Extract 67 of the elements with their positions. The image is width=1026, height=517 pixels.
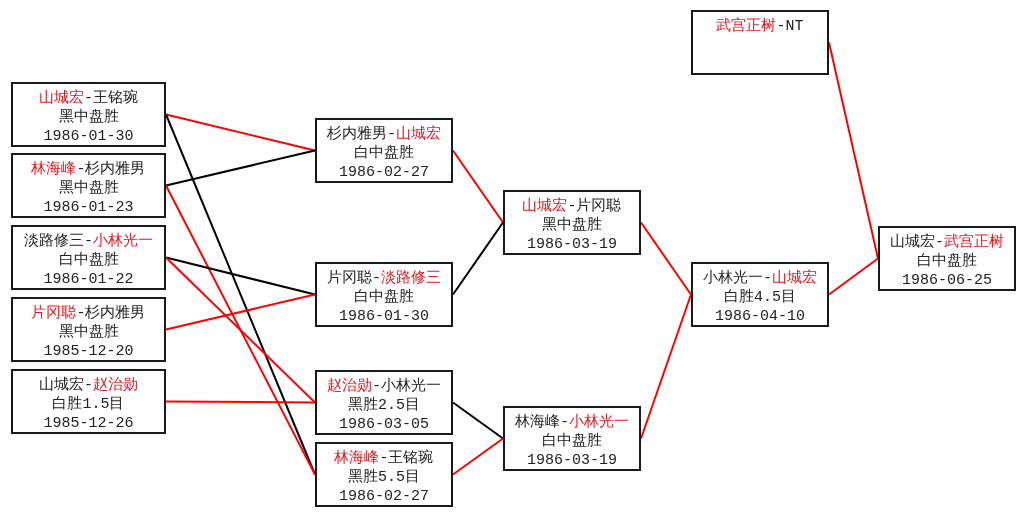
match-box [315,370,453,435]
result-text: 黑中盘胜 [542,217,602,234]
date-text: 1986-03-19 [527,236,617,253]
match-box [11,153,166,218]
result-text: 白中盘胜 [58,252,119,269]
player-names: 山城宏-武宫正树 [890,234,1004,251]
result-text: 白胜1.5目 [52,396,125,413]
result-text: 黑中盘胜 [58,324,119,341]
date-text: 1986-03-19 [527,452,617,469]
date-text: 1985-12-26 [43,415,134,432]
date-text: 1986-04-10 [715,308,805,325]
player-names: 片冈聪-杉内雅男 [31,305,146,322]
bracket-line [452,401,504,440]
result-text: 白中盘胜 [917,253,977,270]
date-text: 1986-02-27 [339,164,429,181]
bracket-line [165,113,316,152]
date-text: 1986-02-27 [339,488,429,505]
result-text: 黑胜5.5目 [348,469,420,486]
match-box [315,118,453,183]
bracket-line [165,400,316,404]
result-text: 白胜4.5目 [724,289,796,306]
bracket-line [165,293,316,331]
date-text: 1986-06-25 [902,272,992,289]
match-box [11,82,166,147]
bracket-line [165,184,316,476]
bracket-line [165,256,316,296]
player-names: 片冈聪-淡路修三 [327,270,441,287]
player-names: 淡路修三-小林光一 [24,233,153,250]
result-text: 白中盘胜 [542,433,602,450]
date-text: 1986-01-30 [43,128,134,145]
match-box [315,442,453,507]
player-names: 山城宏-赵治勋 [39,377,138,394]
date-text: 1986-01-30 [339,308,429,325]
player-names: 赵治勋-小林光一 [327,378,441,395]
player-names: 杉内雅男-山城宏 [327,126,441,143]
date-text: 1986-03-05 [339,416,429,433]
match-box [878,226,1016,291]
result-text: 白中盘胜 [354,289,414,306]
date-text: 1985-12-20 [43,343,134,360]
bracket-line [452,437,504,476]
bracket-line [452,149,504,224]
date-text: 1986-01-23 [43,199,134,216]
match-box [11,297,166,362]
bracket-line [828,257,879,296]
match-box [503,406,641,471]
match-box [691,262,829,327]
result-text: 黑中盘胜 [58,180,119,197]
player-names: 山城宏-王铭琬 [39,90,138,107]
match-box [503,190,641,255]
player-names: 林海峰-小林光一 [515,414,629,431]
match-box [11,225,166,290]
bracket-line [452,221,504,296]
player-names: 小林光一-山城宏 [703,270,817,287]
bracket-line [165,256,316,404]
player-names: 林海峰-王铭琬 [334,450,434,467]
match-box [315,262,453,327]
player-names: 林海峰-杉内雅男 [31,161,146,178]
player-names: 武宫正树-NT [716,18,804,35]
player-names: 山城宏-片冈聪 [522,198,622,215]
result-text: 白中盘胜 [354,145,414,162]
bracket-line [640,221,692,296]
date-text: 1986-01-22 [43,271,134,288]
match-box [691,10,829,75]
result-text: 黑中盘胜 [58,109,119,126]
result-text: 黑胜2.5目 [348,397,420,414]
match-box [11,369,166,434]
bracket-line [165,149,316,187]
